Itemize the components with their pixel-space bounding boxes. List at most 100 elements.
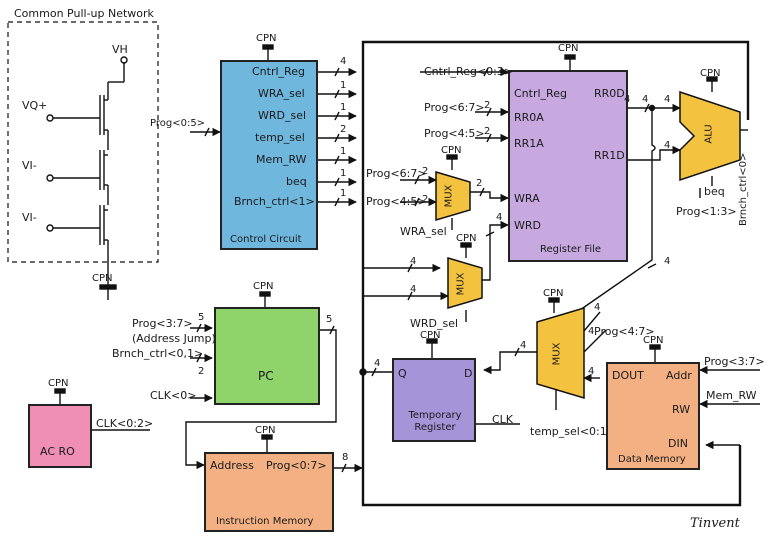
- alu-beq: beq: [704, 185, 725, 198]
- input-node-1: [46, 114, 54, 122]
- alu-shape: [679, 90, 741, 182]
- mux-wra-cpn-label: CPN: [441, 145, 462, 156]
- mux-temp-in-width-1: 4: [588, 326, 595, 337]
- mux-temp-out-width: 4: [520, 340, 527, 351]
- mux-wrd-shape: [447, 256, 483, 310]
- temp-title: Temporary Register: [408, 410, 462, 433]
- register-file-cpn-label: CPN: [558, 43, 579, 54]
- vdd-label: VH: [112, 43, 128, 56]
- control-port-beq: beq: [286, 175, 307, 188]
- pc-clk: CLK<0>: [150, 389, 197, 402]
- alu-in-width-1: 4: [664, 140, 671, 151]
- rf-width-1: 2: [484, 126, 491, 137]
- control-port-wra-sel: WRA_sel: [258, 87, 305, 100]
- rf-port-rr1a: RR1A: [514, 137, 544, 150]
- pc-in2: Brnch_ctrl<0,1>: [112, 347, 204, 360]
- control-port-mem-rw: Mem_RW: [256, 153, 307, 166]
- mux-wra-select: WRA_sel: [400, 225, 447, 238]
- mux-temp-in-width-2: 4: [588, 366, 595, 377]
- mux-temp-label: MUX: [551, 342, 563, 366]
- control-width-3: 2: [340, 124, 347, 135]
- control-port-brnch-ctrl: Brnch_ctrl<1>: [234, 195, 315, 208]
- dm-port-addr: Addr: [666, 369, 692, 382]
- rf-port-rr0a: RR0A: [514, 111, 544, 124]
- pullup-title: Common Pull-up Network: [14, 7, 154, 20]
- pullup-panel-border: [7, 21, 159, 263]
- im-in-port: Address: [210, 459, 254, 472]
- control-width-0: 4: [340, 56, 347, 67]
- mux-wrd-label: MUX: [455, 272, 467, 296]
- alu-feedback-width: 4: [664, 256, 671, 267]
- mux-wra-in-0: Prog<6:7>: [366, 167, 427, 180]
- dm-rw-in: Mem_RW: [706, 389, 757, 402]
- bus-junction: [359, 368, 367, 376]
- vdd-node: [120, 56, 128, 64]
- dm-port-din: DIN: [668, 437, 688, 450]
- mux-temp-in-width-0: 4: [594, 302, 601, 313]
- control-port-temp-sel: temp_sel: [255, 131, 305, 144]
- pc-in1-note: (Address Jump): [132, 332, 216, 345]
- control-port-cntrl-reg: Cntrl_Reg: [252, 65, 305, 78]
- input-label-3: VI-: [22, 211, 37, 224]
- ac-ro-label: AC RO: [40, 445, 75, 458]
- mux-wra-in-1: Prog<4:5>: [366, 195, 427, 208]
- rf-port-cntrl-reg: Cntrl_Reg: [514, 87, 567, 100]
- control-input-label: Prog<0:5>: [150, 118, 206, 129]
- rf-port-wra: WRA: [514, 192, 540, 205]
- input-node-3: [46, 224, 54, 232]
- mux-temp-cpn-label: CPN: [543, 288, 564, 299]
- pc-label: PC: [258, 369, 274, 383]
- control-width-6: 1: [340, 188, 347, 199]
- rf-port-rr1d: RR1D: [594, 149, 625, 162]
- im-title: Instruction Memory: [216, 516, 314, 527]
- control-title: Control Circuit: [230, 234, 302, 245]
- alu-control: Prog<1:3>: [676, 205, 737, 218]
- pc-out-width: 5: [326, 314, 333, 325]
- control-width-1: 1: [340, 80, 347, 91]
- rf-signal-cntrl-reg: Cntrl_Reg<0:3>: [424, 65, 514, 78]
- alu-label: ALU: [703, 124, 715, 144]
- pullup-cpn-label: CPN: [92, 273, 113, 284]
- temp-cpn-label: CPN: [420, 330, 441, 341]
- mux-wrd-out-width: 4: [496, 212, 503, 223]
- im-out-port: Prog<0:7>: [266, 459, 327, 472]
- rf-width-0: 2: [484, 100, 491, 111]
- control-circuit-block: [220, 60, 318, 250]
- mux-wrd-cpn-label: CPN: [456, 233, 477, 244]
- temp-d: D: [464, 367, 473, 380]
- pc-cpn-label: CPN: [253, 281, 274, 292]
- input-label-2: VI-: [22, 159, 37, 172]
- im-cpn-label: CPN: [255, 425, 276, 436]
- register-file-block: [508, 70, 628, 262]
- dm-addr-in: Prog<3:7>: [704, 355, 765, 368]
- mux-wra-label: MUX: [443, 184, 455, 208]
- mux-wrd-select: WRD_sel: [410, 317, 459, 330]
- control-port-wrd-sel: WRD_sel: [258, 109, 307, 122]
- pc-in1-width: 5: [198, 312, 205, 323]
- rf-signal-prog67: Prog<6:7>: [424, 101, 485, 114]
- mux-wra-shape: [435, 170, 471, 222]
- mux-wra-in-width-0: 2: [422, 166, 429, 177]
- mux-wra-in-width-1: 2: [422, 194, 429, 205]
- control-width-5: 1: [340, 168, 347, 179]
- alu-cpn-label: CPN: [700, 68, 721, 79]
- mux-wrd-in-width-0: 4: [410, 256, 417, 267]
- rf-port-wrd: WRD: [514, 219, 541, 232]
- data-memory-block: [606, 362, 700, 470]
- bus-width-top: 4: [624, 94, 631, 105]
- dm-port-rw: RW: [672, 403, 691, 416]
- dm-cpn-label: CPN: [643, 335, 664, 346]
- temp-q: Q: [398, 367, 407, 380]
- alu-in-width-0: 4: [664, 94, 671, 105]
- signature: Tinvent: [690, 516, 740, 531]
- mux-temp-shape: [536, 306, 585, 400]
- rf-signal-prog45: Prog<4:5>: [424, 127, 485, 140]
- alu-branch: Brnch_ctrl<0>: [738, 152, 749, 226]
- pc-in2-width: 2: [198, 366, 205, 377]
- im-out-width: 8: [342, 452, 349, 463]
- ac-ro-block: [28, 404, 92, 468]
- pc-in1: Prog<3:7>: [132, 317, 193, 330]
- mux-temp-select: temp_sel<0:1>: [530, 425, 616, 438]
- control-width-2: 1: [340, 102, 347, 113]
- dm-title: Data Memory: [618, 454, 686, 465]
